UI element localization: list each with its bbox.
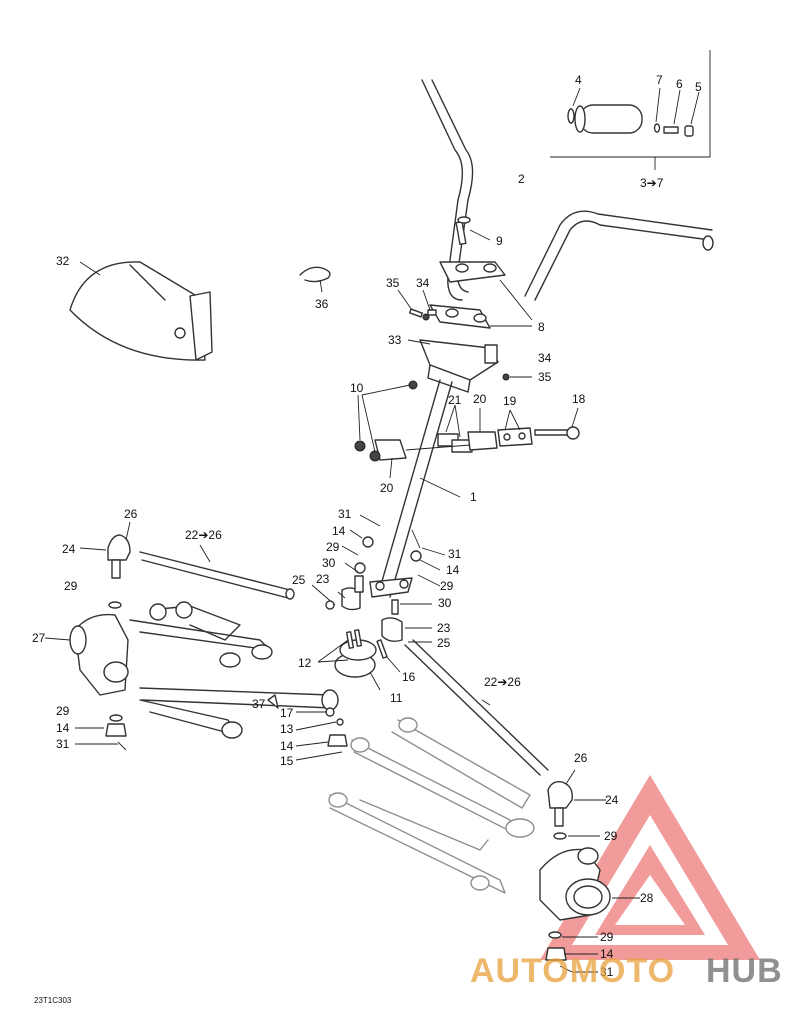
callout-14a: 14 bbox=[332, 524, 346, 538]
callout-labels: 1 2 3➔7 4 5 6 7 8 9 10 11 12 13 14 14 14… bbox=[32, 73, 702, 979]
callout-5: 5 bbox=[695, 80, 702, 94]
callout-13: 13 bbox=[280, 722, 294, 736]
fasteners-left-lower bbox=[295, 707, 348, 761]
callout-21: 21 bbox=[448, 393, 462, 407]
callout-32: 32 bbox=[56, 254, 70, 268]
callout-6: 6 bbox=[676, 77, 683, 91]
spindle-right bbox=[539, 832, 640, 973]
column-support-bracket bbox=[354, 380, 580, 479]
callout-26b: 26 bbox=[574, 751, 588, 765]
callout-9: 9 bbox=[496, 234, 503, 248]
callout-34a: 34 bbox=[416, 276, 430, 290]
callout-20b: 20 bbox=[380, 481, 394, 495]
callout-22a: 22➔26 bbox=[185, 528, 222, 542]
callout-25a: 25 bbox=[292, 573, 306, 587]
callout-11: 11 bbox=[390, 691, 403, 705]
column-lower-assembly bbox=[311, 514, 446, 691]
callout-34b: 34 bbox=[538, 351, 552, 365]
callout-33: 33 bbox=[388, 333, 402, 347]
callout-15: 15 bbox=[280, 754, 294, 768]
callout-35b: 35 bbox=[538, 370, 552, 384]
callout-37: 37 bbox=[252, 697, 266, 711]
callout-14e: 14 bbox=[600, 947, 614, 961]
callout-29a: 29 bbox=[64, 579, 78, 593]
callout-10: 10 bbox=[350, 381, 364, 395]
callout-27: 27 bbox=[32, 631, 46, 645]
callout-17: 17 bbox=[280, 706, 294, 720]
callout-31c: 31 bbox=[56, 737, 70, 751]
watermark-part1: AUTOMOTO bbox=[470, 952, 675, 990]
watermark-text: AUTOMOTO HUB bbox=[470, 952, 783, 990]
handlebar bbox=[421, 79, 714, 301]
spindle-left bbox=[44, 601, 129, 751]
callout-29f: 29 bbox=[600, 930, 614, 944]
callout-29b: 29 bbox=[326, 540, 340, 554]
callout-2: 2 bbox=[518, 172, 525, 186]
callout-30a: 30 bbox=[322, 556, 336, 570]
screws-34-35 bbox=[397, 289, 532, 381]
callout-29d: 29 bbox=[56, 704, 70, 718]
callout-1: 1 bbox=[470, 490, 477, 504]
a-arms-right bbox=[328, 717, 535, 894]
callout-14b: 14 bbox=[446, 563, 460, 577]
callout-26a: 26 bbox=[124, 507, 138, 521]
callout-31d: 31 bbox=[600, 965, 614, 979]
a-arms-left bbox=[129, 601, 339, 739]
callout-23b: 23 bbox=[437, 621, 451, 635]
callout-35a: 35 bbox=[386, 276, 400, 290]
cable-clip bbox=[299, 266, 331, 293]
handlebar-clamps bbox=[429, 216, 533, 329]
callout-19: 19 bbox=[503, 394, 517, 408]
callout-22b: 22➔26 bbox=[484, 675, 521, 689]
callout-29c: 29 bbox=[440, 579, 454, 593]
callout-4: 4 bbox=[575, 73, 582, 87]
callout-20a: 20 bbox=[473, 392, 487, 406]
grip-kit-inset bbox=[550, 50, 711, 170]
callout-29e: 29 bbox=[604, 829, 618, 843]
callout-3-7: 3➔7 bbox=[640, 176, 664, 190]
callout-25b: 25 bbox=[437, 636, 451, 650]
callout-12: 12 bbox=[298, 656, 312, 670]
callout-16: 16 bbox=[402, 670, 416, 684]
callout-8: 8 bbox=[538, 320, 545, 334]
watermark-part2: HUB bbox=[706, 952, 783, 990]
callout-24b: 24 bbox=[605, 793, 619, 807]
callout-36: 36 bbox=[315, 297, 329, 311]
callout-14d: 14 bbox=[280, 739, 294, 753]
callout-14c: 14 bbox=[56, 721, 70, 735]
column-upper-bracket bbox=[407, 339, 499, 393]
callout-23a: 23 bbox=[316, 572, 330, 586]
callout-31a: 31 bbox=[338, 507, 352, 521]
callout-30b: 30 bbox=[438, 596, 452, 610]
handlebar-cover bbox=[69, 261, 213, 361]
callout-18: 18 bbox=[572, 392, 586, 406]
steering-column bbox=[377, 379, 461, 598]
tie-rod-left bbox=[79, 521, 295, 600]
drawing-code: 23T1C303 bbox=[34, 996, 72, 1005]
callout-7: 7 bbox=[656, 73, 663, 87]
callout-31b: 31 bbox=[448, 547, 462, 561]
callout-28: 28 bbox=[640, 891, 654, 905]
tie-rod-right bbox=[404, 639, 606, 827]
callout-24a: 24 bbox=[62, 542, 76, 556]
